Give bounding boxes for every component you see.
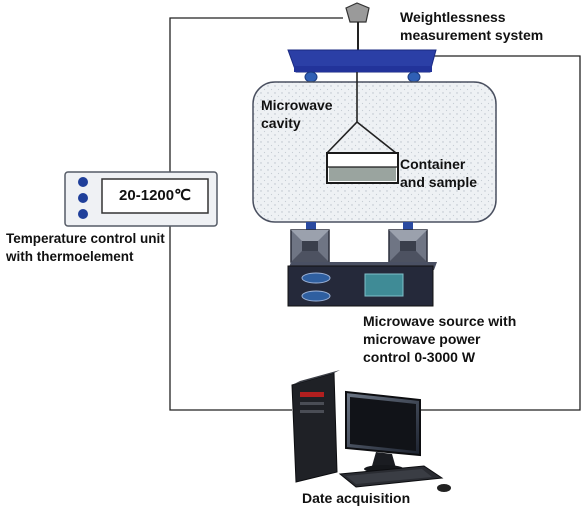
pc-tower xyxy=(291,372,338,483)
sample xyxy=(329,167,396,181)
label-weightlessness-line1: Weightlessness xyxy=(400,9,506,25)
microwave-source xyxy=(287,262,437,307)
panel-button-1 xyxy=(78,177,88,187)
source-button-bottom xyxy=(301,290,331,302)
label-microwave-source-line1: Microwave source with xyxy=(363,313,517,329)
pc-mouse xyxy=(437,484,451,492)
temperature-control-unit xyxy=(64,171,218,227)
source-button-top xyxy=(301,272,331,284)
scale-foot-right xyxy=(407,71,421,83)
waveguide-right xyxy=(388,229,428,263)
data-acquisition-computer xyxy=(291,370,451,492)
label-container-line2: and sample xyxy=(400,174,478,190)
label-microwave-source-line3: control 0-3000 W xyxy=(363,349,476,365)
label-cavity-line2: cavity xyxy=(261,115,301,131)
waveguides xyxy=(290,222,428,263)
connection-wires xyxy=(169,17,581,411)
wire-scale-to-pc xyxy=(420,55,581,411)
waveguide-left xyxy=(290,229,330,263)
temperature-display xyxy=(101,178,209,214)
panel-button-2 xyxy=(78,193,88,203)
wire-scale-to-temperature xyxy=(169,17,343,172)
label-data-acquisition: Date acquisition xyxy=(302,490,411,506)
label-temperature-line1: Temperature control unit xyxy=(6,231,165,246)
temperature-display-text: 20-1200℃ xyxy=(119,187,191,204)
label-container-line1: Container xyxy=(400,156,466,172)
scale-foot-left xyxy=(304,71,318,83)
label-cavity-line1: Microwave xyxy=(261,97,333,113)
label-temperature-line2: with thermoelement xyxy=(6,249,134,264)
load-cell-hexagon xyxy=(345,2,370,23)
source-screen xyxy=(364,273,404,297)
label-microwave-source-line2: microwave power xyxy=(363,331,481,347)
panel-button-3 xyxy=(78,209,88,219)
label-weightlessness-line2: measurement system xyxy=(400,27,544,43)
container-and-sample xyxy=(326,72,399,184)
wire-temperature-to-pc xyxy=(169,226,292,411)
